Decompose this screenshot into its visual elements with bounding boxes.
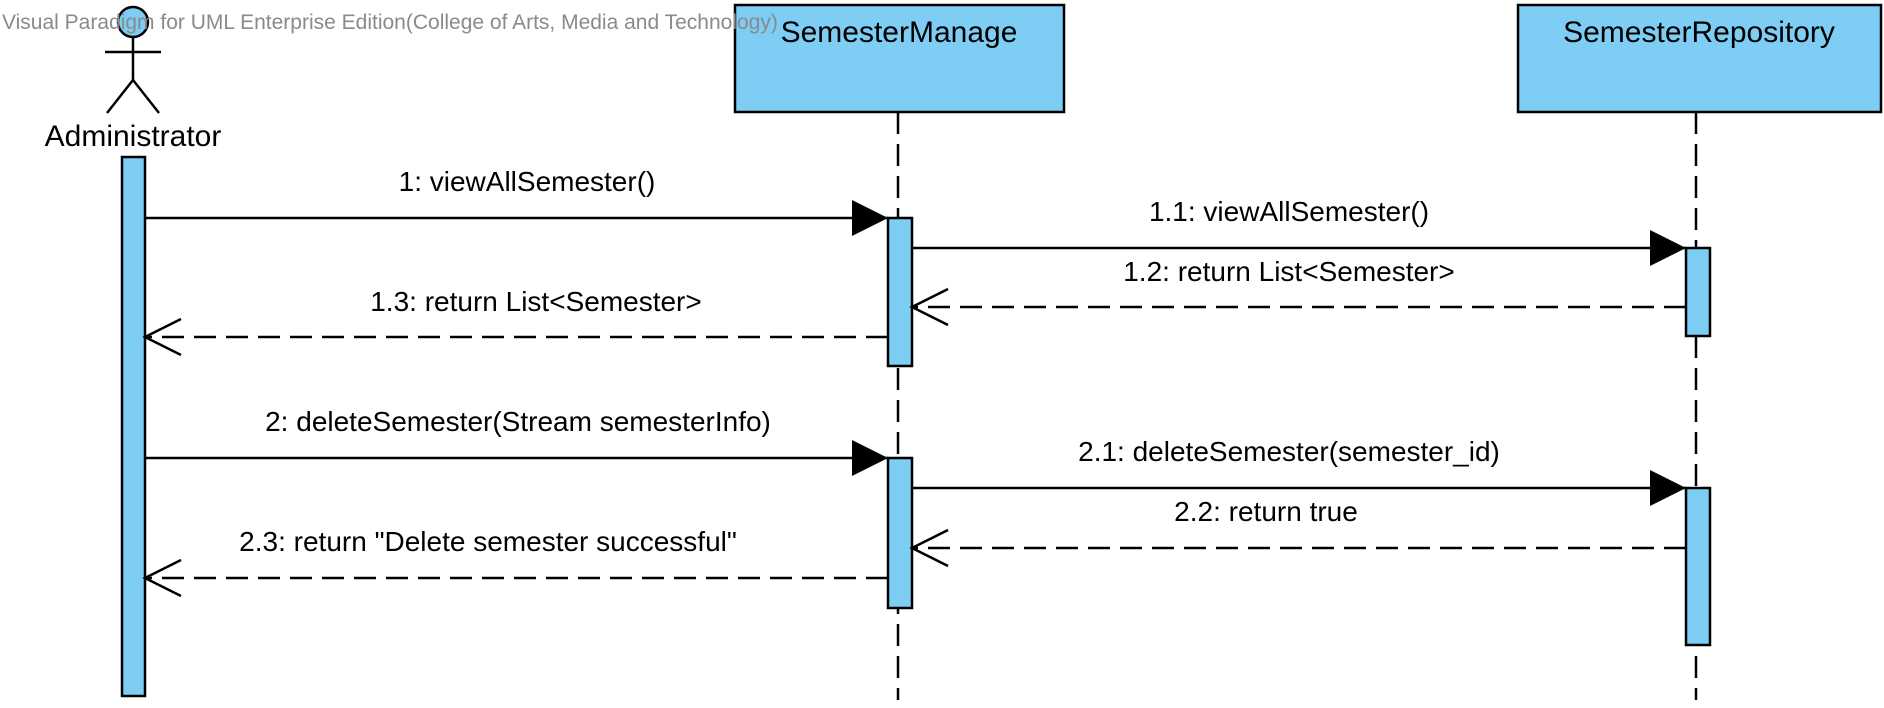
message-2-1-label: 2.1: deleteSemester(semester_id)	[1078, 436, 1500, 467]
message-1-2-label: 1.2: return List<Semester>	[1123, 256, 1455, 287]
message-2-3-label: 2.3: return "Delete semester successful"	[239, 526, 737, 557]
message-1-3-label: 1.3: return List<Semester>	[370, 286, 702, 317]
message-2-label: 2: deleteSemester(Stream semesterInfo)	[265, 406, 771, 437]
administrator-actor-icon[interactable]	[105, 5, 161, 114]
lifeline-semester-manage[interactable]: SemesterManage	[733, 3, 1066, 114]
actor-name: Administrator	[45, 120, 222, 153]
administrator-activation-bar	[120, 155, 147, 698]
semester-manage-activation-1	[886, 216, 914, 368]
message-2-3[interactable]: 2.3: return "Delete semester successful"	[142, 526, 888, 598]
message-2[interactable]: 2: deleteSemester(Stream semesterInfo)	[145, 406, 888, 476]
semester-repository-activation-1	[1684, 246, 1712, 338]
lifeline-semester-repository-name: SemesterRepository	[1563, 16, 1835, 49]
message-2-2[interactable]: 2.2: return true	[909, 496, 1686, 568]
message-2-1[interactable]: 2.1: deleteSemester(semester_id)	[912, 436, 1686, 506]
message-1-1-label: 1.1: viewAllSemester()	[1149, 196, 1429, 227]
semester-repository-activation-2	[1684, 486, 1712, 647]
lifeline-semester-repository[interactable]: SemesterRepository	[1516, 3, 1883, 114]
message-1-1[interactable]: 1.1: viewAllSemester()	[912, 196, 1686, 266]
message-1[interactable]: 1: viewAllSemester()	[145, 166, 888, 236]
message-1-2[interactable]: 1.2: return List<Semester>	[909, 256, 1686, 327]
semester-manage-activation-2	[886, 456, 914, 610]
message-1-3[interactable]: 1.3: return List<Semester>	[142, 286, 888, 357]
message-1-label: 1: viewAllSemester()	[399, 166, 656, 197]
lifeline-semester-manage-name: SemesterManage	[781, 16, 1018, 49]
watermark-text: Visual Paradigm for UML Enterprise Editi…	[2, 11, 778, 34]
message-2-2-label: 2.2: return true	[1174, 496, 1358, 527]
